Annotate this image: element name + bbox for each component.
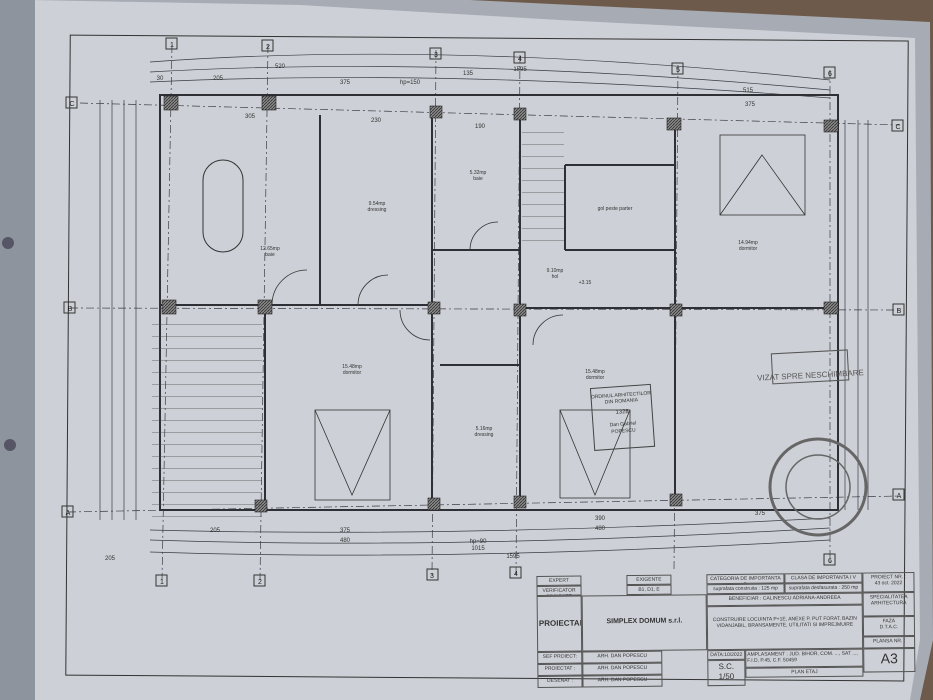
stamps-text: Dan Gabriel [609,420,636,428]
room-area: 12.65mp [260,246,280,252]
dimensions-text: 390 [595,516,606,522]
title-block: EXPERT VERIFICATOR PROIECTE EXIGENTE B1,… [536,572,916,694]
title-block-text: PROIECTANT [536,595,583,652]
axes-text: B [68,306,73,313]
axes-text: C [895,124,900,131]
axes-text: 3 [434,52,438,59]
axes-text: 2 [258,579,262,586]
axes-text: 5 [676,67,680,74]
title-block-text: EXPERT [536,575,582,586]
dimensions-text: 480 [595,526,606,532]
stamp-architects-order: ORDINUL ARHITECTILOR DIN ROMANIA 1328 Da… [589,383,656,451]
axes-text: 6 [828,558,832,565]
room-area: 9.54mp [369,201,386,207]
room-area: 5.16mp [476,426,493,432]
dimensions-text: 205 [105,556,116,562]
title-block-text: DATA:10/2022 [707,649,746,661]
title-block-text: VERIFICATOR PROIECTE [536,585,582,596]
room-area: 15.48mp [342,364,362,370]
room-name: baie [265,252,275,258]
dimensions-text: 375 [340,528,351,534]
axes-text: 4 [518,56,522,63]
room-area: 5.32mp [470,170,487,176]
dimensions-text: 135 [463,71,474,77]
axes-text: B [897,308,902,315]
stamps-text: ORDINUL ARHITECTILOR [591,390,652,400]
title-block-text: CONSTRUIRE LOCUINTA P+1E, ANEXE P, PUT F… [706,604,864,651]
room-name: dressing [475,432,494,438]
title-block-text: A3 [863,648,916,673]
room-name: dormitor [586,375,605,381]
dimensions-text: 1595 [506,554,520,560]
title-block-text: DESENAT : [537,675,583,688]
beds [271,134,806,501]
binder-rings [2,237,16,451]
staircase-left [152,322,262,520]
room-name: dormitor [739,246,758,252]
room-area: 14.94mp [738,240,758,246]
dimensions-text: 1015 [471,546,485,552]
title-block-text: B1, D1, E [626,584,672,596]
title-block-text: 1/50 [718,671,735,681]
title-block-text: PROIECTAT : [537,663,583,676]
stamps-text: POPESCU [611,428,636,436]
room-name: dressing [368,207,387,213]
axes-text: A [66,510,71,517]
level-mark: +3.15 [579,280,592,286]
axis-bubbles: 1 2 3 4 5 6 1 2 3 4 6 C B A C B A [61,37,905,587]
round-seal [768,437,868,537]
room-name: hol [552,274,559,280]
dimension-labels: 30 205 520 375 hp=150 135 1595 515 375 305 23… [105,64,766,562]
dimensions-text: 205 [213,76,224,82]
axes-text: A [897,493,902,500]
title-block-text: S.C. [718,661,735,672]
dimensions-text: 375 [745,102,756,108]
title-block-text: D.T.A.C. [879,624,899,631]
dimensions-text: 305 [245,114,256,120]
title-block-text: SIMPLEX DOMUM s.r.l. [581,594,708,652]
room-area: 9.10mp [547,268,564,274]
axes-text: 3 [430,573,434,580]
title-block-text: ARH. DAN POPESCU [582,662,663,676]
title-block-text: ARH. DAN POPESCU [582,674,663,688]
room-name: gol peste parter [598,206,633,212]
axes-text: C [69,101,74,108]
axes-text: 4 [514,571,518,578]
paper-sheet [20,0,920,700]
axes-text: 2 [266,44,270,51]
room-area: 15.48mp [585,369,605,375]
title-block-text: PLAN ETAJ [745,666,864,678]
axes-text: 1 [160,579,164,586]
axes-text: 6 [828,71,832,78]
title-block-text: ARH. DAN POPESCU [582,650,663,664]
dimensions-text: 515 [743,88,754,94]
dimensions-text: 375 [755,511,766,517]
axes-text: 1 [170,42,174,49]
stamps-text: 1328 [615,409,629,416]
dimensions-text: 520 [275,64,286,70]
dimensions-text: 190 [475,124,486,130]
dimensions-text: 30 [157,76,164,82]
dimensions-text: 480 [340,538,351,544]
dimensions-text: 375 [340,80,351,86]
room-name: dormitor [343,370,362,376]
staircase-center [522,125,564,245]
title-block-text: SEF PROIECT: [537,651,583,664]
title-block-text: 43 oct. 2022 [874,580,903,587]
dimensions-text: 1595 [513,67,527,73]
dimension-hp-150: hp=150 [400,80,421,86]
title-block-text: PLANSA NR. : [863,636,916,649]
title-block-text: ARHITECTURA [870,600,907,607]
stamps-text: DIN ROMANIA [605,397,639,405]
dimension-hp-90: hp=90 [470,539,488,545]
title-block-text: EXIGENTE [626,574,672,586]
dimensions-text: 230 [371,118,382,124]
dimensions-text: 205 [210,528,221,534]
bathtub [202,159,244,253]
room-name: baie [473,176,483,182]
